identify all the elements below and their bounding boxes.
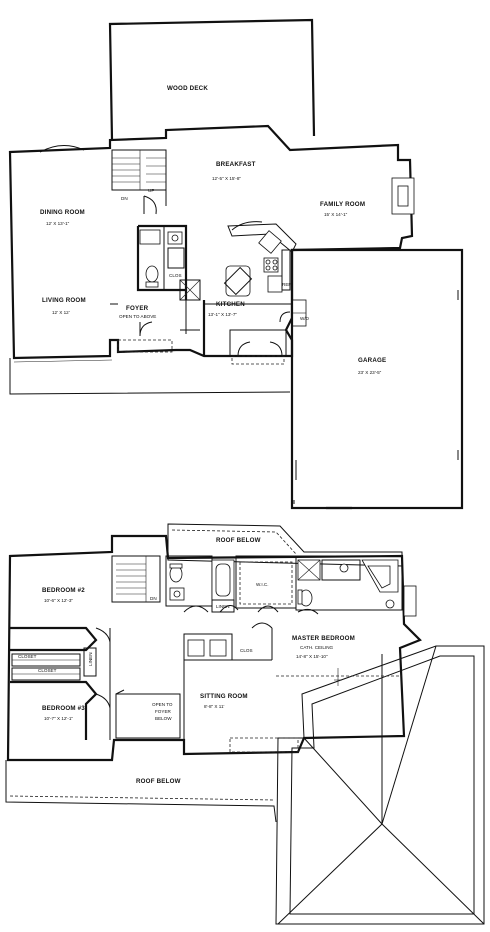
washer-dryer-label: W/D <box>300 316 310 321</box>
first-floor-closet-label: CLOS <box>169 273 182 278</box>
foyer-label: FOYER <box>126 305 149 312</box>
dining-room-label: DINING ROOM <box>40 209 85 216</box>
second-floor-exterior-wall <box>6 534 422 762</box>
ref-label: REF <box>282 282 291 287</box>
bedroom-3-label: BEDROOM #3 <box>42 705 85 712</box>
open-to-foyer-line2: FOYER <box>155 709 172 714</box>
roof-below-top-label: ROOF BELOW <box>216 537 261 544</box>
stair-up-label: UP <box>148 188 154 193</box>
family-room-label: FAMILY ROOM <box>320 201 365 208</box>
hip-roof-lower-right <box>275 645 485 925</box>
bedroom-2-label: BEDROOM #2 <box>42 587 85 594</box>
open-to-foyer-line3: BELOW <box>155 716 172 721</box>
linen-label-2: LINEN <box>216 604 230 609</box>
closet-label-1: CLOSET <box>18 654 37 659</box>
family-room-dims: 15' X 14'-1" <box>324 212 348 217</box>
garage-outline <box>290 248 464 510</box>
kitchen-dims: 13'-1" X 13'-7" <box>208 312 237 317</box>
roof-below-top <box>167 523 403 567</box>
second-floor-staircase <box>111 555 161 603</box>
first-floor-staircase <box>111 149 167 215</box>
wic-label: W.I.C. <box>256 582 269 587</box>
first-floor-exterior-wall <box>8 124 414 360</box>
living-room-label: LIVING ROOM <box>42 297 86 304</box>
master-bedroom-note: CATH. CEILING <box>300 645 334 650</box>
first-floor-plan: DN UP CLOS <box>8 18 464 510</box>
kitchen-label: KITCHEN <box>216 301 245 308</box>
foyer-note: OPEN TO ABOVE <box>119 314 156 319</box>
breakfast-label: BREAKFAST <box>216 161 256 168</box>
stair-dn-label: DN <box>121 196 128 201</box>
wood-deck-label: WOOD DECK <box>167 85 208 92</box>
bedroom-2-dims: 10'-6" X 12'-3" <box>44 598 73 603</box>
garage-dims: 23' X 23'-5" <box>358 370 382 375</box>
closet-label-2: CLOSET <box>38 668 57 673</box>
bedroom-3-dims: 10'-7" X 12'-1" <box>44 716 73 721</box>
master-bedroom-label: MASTER BEDROOM <box>292 635 355 642</box>
wood-deck-outline <box>108 18 316 141</box>
garage-label: GARAGE <box>358 357 386 364</box>
clos-label: CLOS <box>240 648 253 653</box>
breakfast-dims: 12'-5" X 15'-8" <box>212 176 241 181</box>
living-room-dims: 12' X 12' <box>52 310 70 315</box>
second-floor-plan: DN CLOSET CLOSET LINEN LINEN W. <box>5 523 485 925</box>
second-floor-stair-dn: DN <box>150 596 157 601</box>
open-to-foyer-line1: OPEN TO <box>152 702 173 707</box>
roof-below-bottom-label: ROOF BELOW <box>136 778 181 785</box>
linen-label-1: LINEN <box>88 652 93 666</box>
dining-room-dims: 12' X 13'-1" <box>46 221 70 226</box>
kitchen-counters <box>223 221 297 297</box>
sitting-room-label: SITTING ROOM <box>200 693 248 700</box>
sitting-room-dims: 8'-8" X 11' <box>204 704 225 709</box>
master-bedroom-dims: 14'-8" X 15'-10" <box>296 654 328 659</box>
